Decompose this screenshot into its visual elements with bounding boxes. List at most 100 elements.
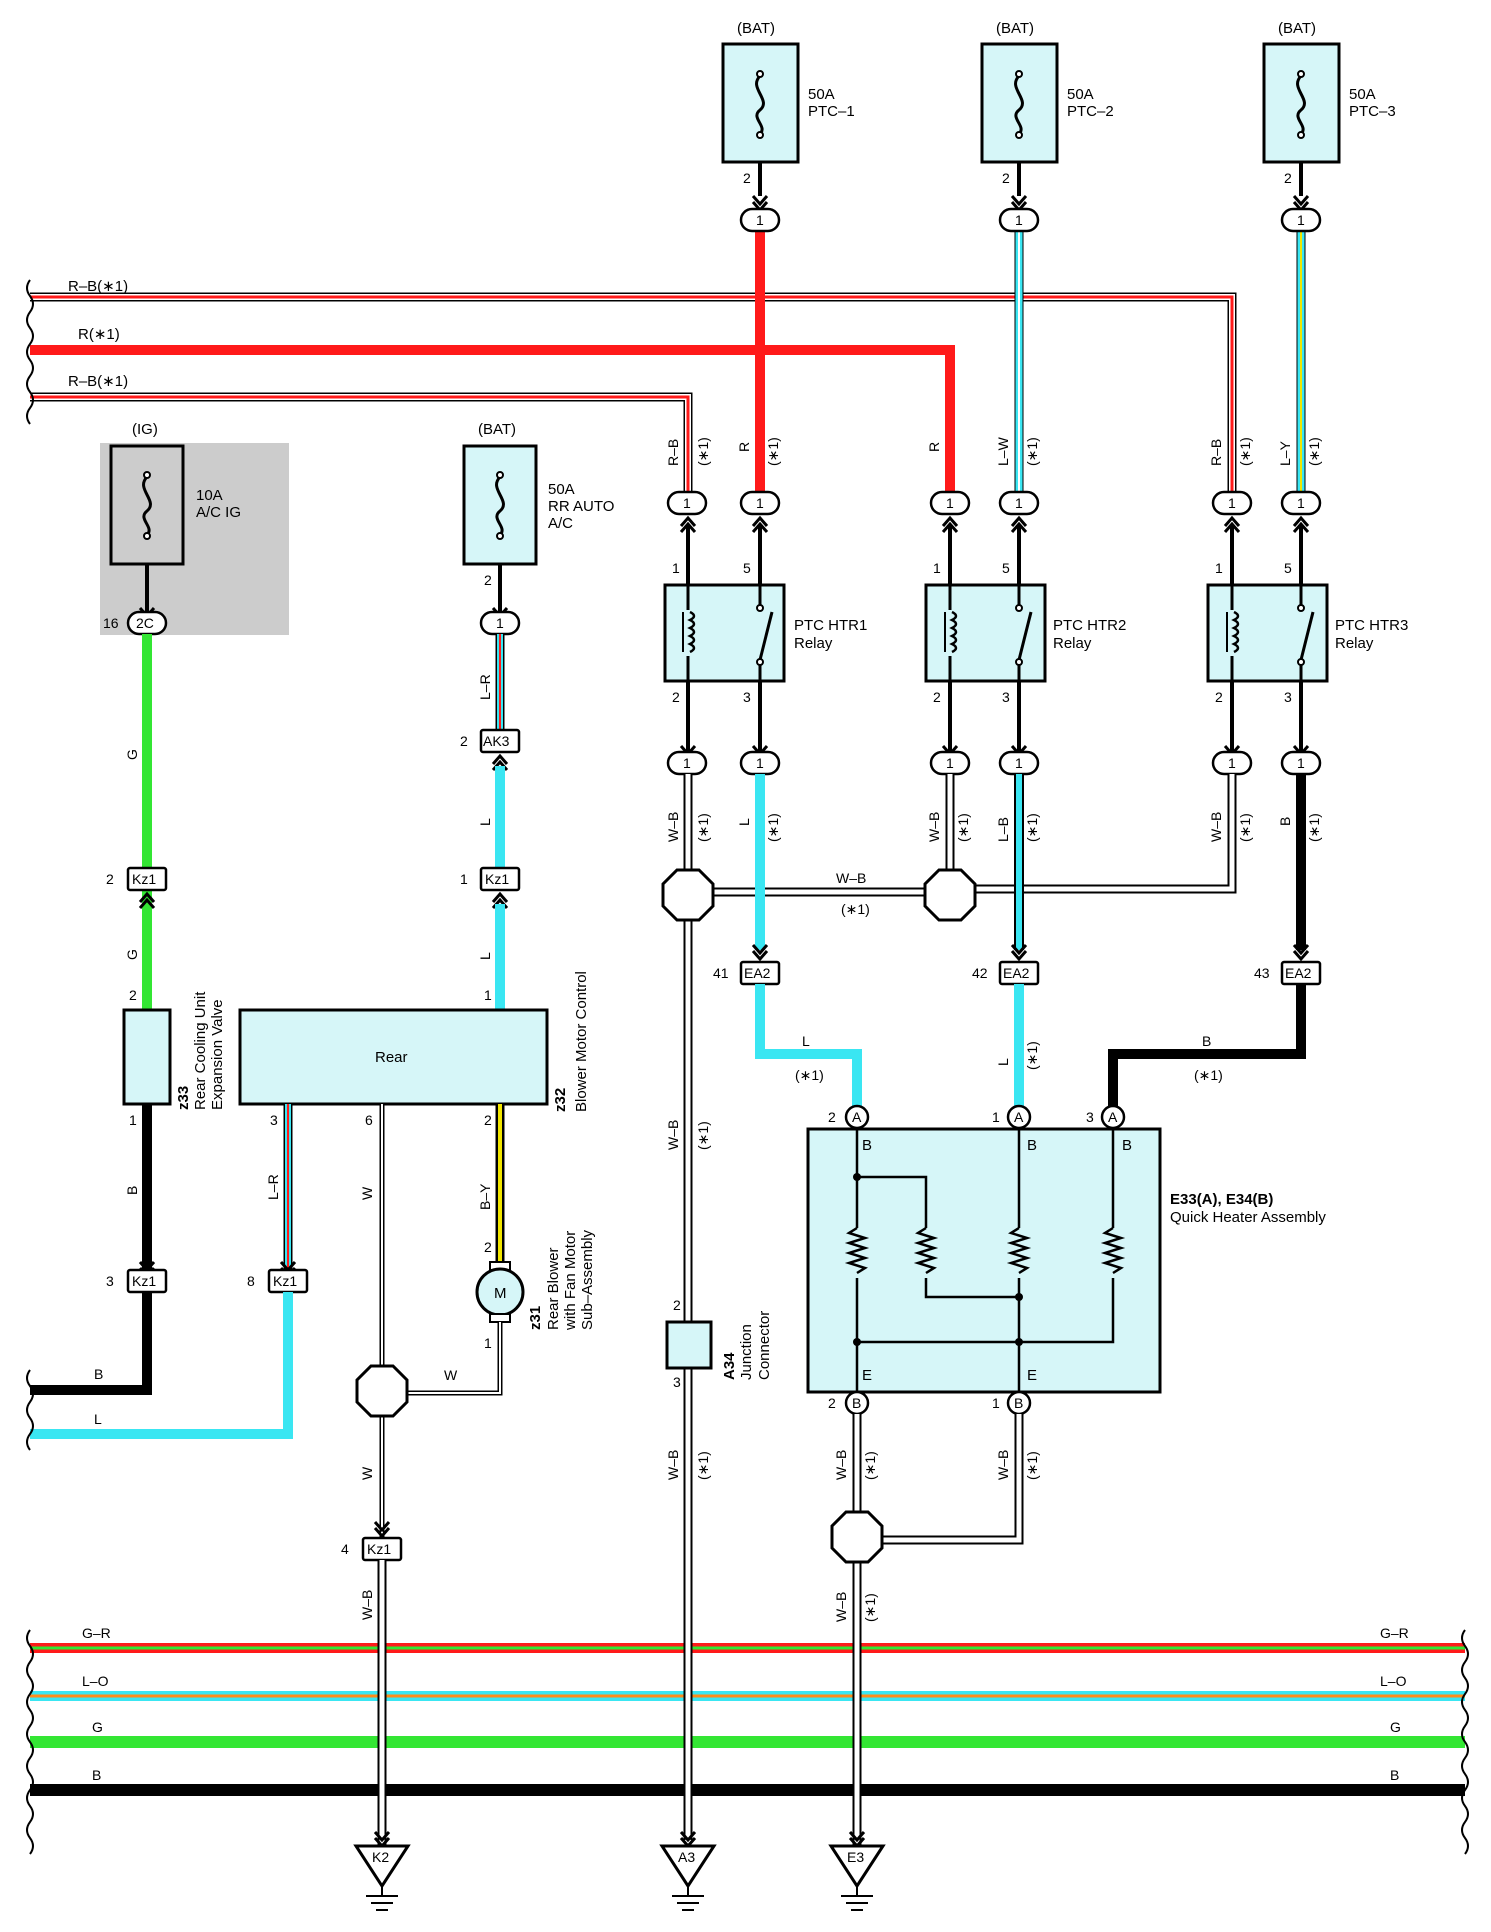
svg-text:G–R: G–R xyxy=(1380,1625,1409,1641)
svg-text:2: 2 xyxy=(484,1239,492,1255)
svg-text:10A: 10A xyxy=(196,487,223,504)
svg-text:W–B: W–B xyxy=(833,1592,849,1622)
svg-text:4: 4 xyxy=(341,1541,349,1557)
top-harness: R–B(∗1) R(∗1) R–B(∗1) xyxy=(26,278,1237,500)
svg-text:A/C IG: A/C IG xyxy=(196,504,241,521)
svg-text:B: B xyxy=(1027,1137,1037,1154)
svg-text:EA2: EA2 xyxy=(744,965,771,981)
svg-text:Blower Motor Control: Blower Motor Control xyxy=(573,971,590,1112)
svg-text:8: 8 xyxy=(247,1273,255,1289)
svg-text:W: W xyxy=(359,1186,375,1200)
svg-text:2: 2 xyxy=(1215,689,1223,705)
svg-text:Kz1: Kz1 xyxy=(485,871,509,887)
svg-text:(∗1): (∗1) xyxy=(695,437,711,466)
splice-heater-ground xyxy=(830,1510,884,1564)
svg-text:5: 5 xyxy=(1284,560,1292,576)
fuse-ac-ig: (IG) 10A A/C IG 2C 16 xyxy=(103,421,241,636)
svg-text:1: 1 xyxy=(484,1335,492,1351)
svg-text:M: M xyxy=(494,1285,507,1302)
svg-text:Expansion Valve: Expansion Valve xyxy=(209,999,226,1110)
svg-text:L–B: L–B xyxy=(995,817,1011,842)
svg-text:2C: 2C xyxy=(136,615,154,631)
svg-text:PTC HTR2: PTC HTR2 xyxy=(1053,617,1126,634)
svg-text:(∗1): (∗1) xyxy=(1306,813,1322,842)
relay-ptc-htr3: 1 1 1 5 PTC HTR3 Relay 2 3 1 1 xyxy=(1206,490,1408,776)
fuse-connector: 1 xyxy=(1297,212,1305,228)
svg-text:(∗1): (∗1) xyxy=(695,1121,711,1150)
svg-text:Kz1: Kz1 xyxy=(367,1541,391,1557)
svg-text:42: 42 xyxy=(972,965,988,981)
fuse-name: PTC–1 xyxy=(808,103,855,120)
svg-text:G: G xyxy=(124,949,140,960)
svg-text:(∗1): (∗1) xyxy=(1194,1067,1223,1083)
svg-text:1: 1 xyxy=(683,755,691,771)
svg-text:1: 1 xyxy=(1015,755,1023,771)
svg-text:Quick Heater Assembly: Quick Heater Assembly xyxy=(1170,1209,1326,1226)
svg-text:1: 1 xyxy=(1228,755,1236,771)
relay-output-wires xyxy=(683,774,1306,1820)
svg-text:1: 1 xyxy=(129,1112,137,1128)
svg-text:16: 16 xyxy=(103,615,119,631)
svg-text:L–O: L–O xyxy=(1380,1673,1407,1689)
fuse-terminal: 2 xyxy=(743,170,751,186)
svg-text:2: 2 xyxy=(484,572,492,588)
svg-text:(BAT): (BAT) xyxy=(478,421,516,438)
svg-text:R: R xyxy=(736,442,752,452)
svg-text:L: L xyxy=(477,952,493,960)
svg-text:L–R: L–R xyxy=(265,1174,281,1200)
svg-text:(∗1): (∗1) xyxy=(1024,437,1040,466)
svg-text:2: 2 xyxy=(106,871,114,887)
svg-text:B: B xyxy=(1202,1033,1211,1049)
svg-text:B: B xyxy=(94,1366,103,1382)
blower-motor-control: Rear z32 Blower Motor Control 3 6 2 xyxy=(238,971,590,1128)
svg-text:43: 43 xyxy=(1254,965,1270,981)
svg-text:1: 1 xyxy=(756,495,764,511)
svg-text:B: B xyxy=(124,1186,140,1195)
expansion-valve-circuit: G Kz1 2 G 2 1 z33 Rear Cooling Unit Expa… xyxy=(30,634,226,1395)
svg-text:W: W xyxy=(444,1367,458,1383)
blower-feed-circuit: L–R AK3 2 L Kz1 1 L 1 xyxy=(460,634,521,1010)
svg-text:1: 1 xyxy=(496,615,504,631)
svg-text:3: 3 xyxy=(673,1374,681,1390)
svg-text:B: B xyxy=(1122,1137,1132,1154)
svg-text:Relay: Relay xyxy=(1053,635,1092,652)
fuse-name: PTC–3 xyxy=(1349,103,1396,120)
svg-text:PTC HTR3: PTC HTR3 xyxy=(1335,617,1408,634)
svg-text:E33(A), E34(B): E33(A), E34(B) xyxy=(1170,1191,1273,1208)
svg-text:RR AUTO: RR AUTO xyxy=(548,498,614,515)
fuse-connector: 1 xyxy=(1015,212,1023,228)
svg-text:L: L xyxy=(995,1058,1011,1066)
svg-text:L: L xyxy=(802,1033,810,1049)
svg-text:G: G xyxy=(92,1719,103,1735)
svg-text:1: 1 xyxy=(1297,495,1305,511)
quick-heater-assembly: A A A 2 1 3 B B B E E E33(A), E34(B) Qui… xyxy=(806,1104,1326,1416)
svg-text:2: 2 xyxy=(828,1395,836,1411)
svg-text:W–B: W–B xyxy=(665,1450,681,1480)
svg-text:B: B xyxy=(92,1767,101,1783)
svg-text:W–B: W–B xyxy=(1208,812,1224,842)
svg-text:1: 1 xyxy=(1297,755,1305,771)
svg-text:2: 2 xyxy=(828,1109,836,1125)
svg-text:L–W: L–W xyxy=(995,436,1011,466)
svg-text:(∗1): (∗1) xyxy=(841,901,870,917)
svg-text:5: 5 xyxy=(1002,560,1010,576)
svg-text:W: W xyxy=(359,1466,375,1480)
svg-text:5: 5 xyxy=(743,560,751,576)
svg-text:B: B xyxy=(852,1395,861,1411)
svg-text:R: R xyxy=(926,442,942,452)
svg-text:PTC HTR1: PTC HTR1 xyxy=(794,617,867,634)
ptc-feed-wires xyxy=(755,220,1306,500)
ground-e3: E3 xyxy=(828,1830,886,1911)
fuse-rating: 50A xyxy=(1349,86,1376,103)
top-wire-label-3: R–B(∗1) xyxy=(68,373,128,390)
svg-text:EA2: EA2 xyxy=(1285,965,1312,981)
svg-text:1: 1 xyxy=(1228,495,1236,511)
fuse-ptc-2: (BAT) 50A PTC–2 2 1 xyxy=(980,20,1114,233)
svg-text:50A: 50A xyxy=(548,481,575,498)
svg-text:Junction: Junction xyxy=(738,1324,755,1380)
svg-text:Kz1: Kz1 xyxy=(273,1273,297,1289)
relay-input-labels: R–B (∗1) R (∗1) R L–W (∗1) R–B (∗1) L–Y … xyxy=(665,436,1322,466)
svg-text:A: A xyxy=(1108,1109,1118,1125)
svg-text:B: B xyxy=(1277,817,1293,826)
relay-ptc-htr2: 1 1 1 5 PTC HTR2 Relay 2 3 1 1 xyxy=(924,490,1126,776)
